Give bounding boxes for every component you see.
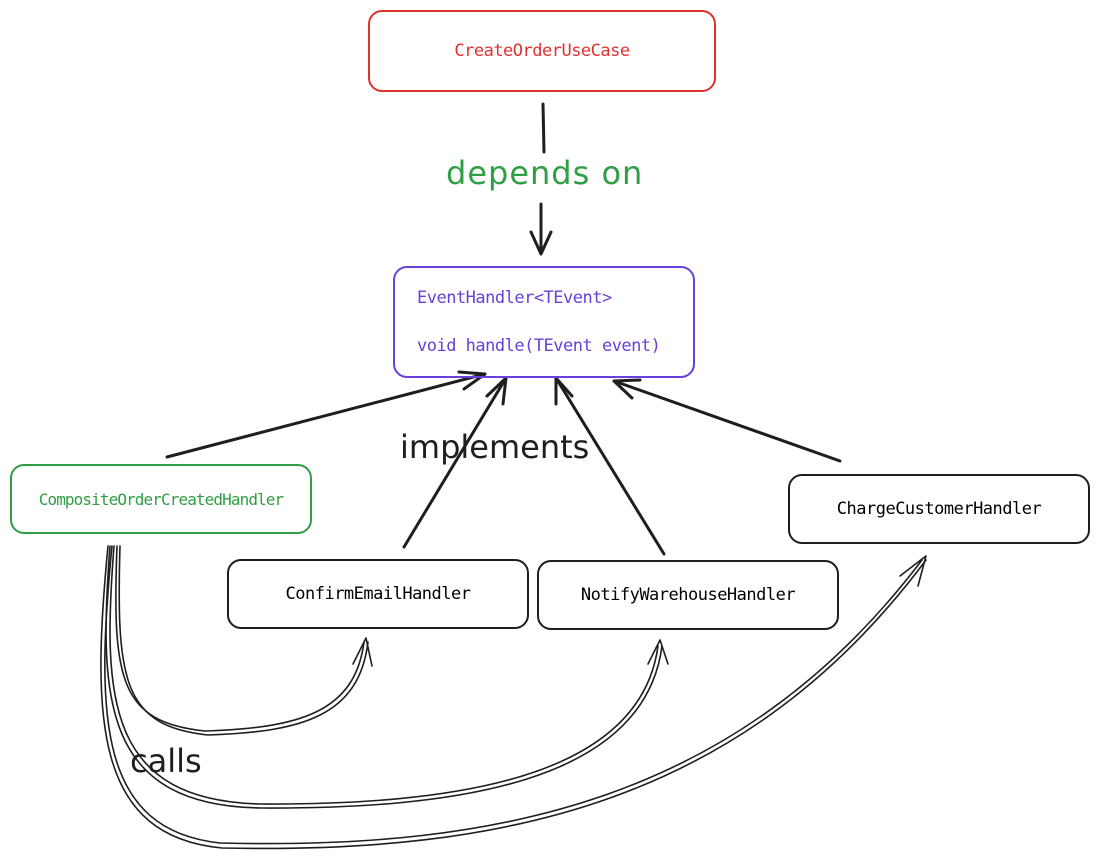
create-order-use-case-node[interactable]: CreateOrderUseCase xyxy=(368,10,716,92)
event-handler-method-signature: void handle(TEvent event) xyxy=(417,336,661,356)
calls-arrow-charge xyxy=(100,545,927,850)
implements-label: implements xyxy=(400,428,590,466)
charge-customer-handler-label: ChargeCustomerHandler xyxy=(836,499,1042,519)
implements-arrow-charge xyxy=(612,378,842,463)
depends-on-arrow xyxy=(529,102,553,256)
notify-warehouse-handler-label: NotifyWarehouseHandler xyxy=(580,585,796,605)
create-order-use-case-label: CreateOrderUseCase xyxy=(454,41,630,61)
notify-warehouse-handler-node[interactable]: NotifyWarehouseHandler xyxy=(537,560,839,630)
charge-customer-handler-node[interactable]: ChargeCustomerHandler xyxy=(788,474,1090,544)
composite-order-created-handler-label: CompositeOrderCreatedHandler xyxy=(38,489,284,509)
calls-label: calls xyxy=(130,742,202,780)
calls-arrow-confirm xyxy=(115,545,373,736)
implements-arrow-notify xyxy=(554,376,666,556)
calls-arrow-notify xyxy=(105,545,669,809)
depends-on-label: depends on xyxy=(446,154,644,192)
event-handler-interface-node[interactable]: EventHandler<TEvent> void handle(TEvent … xyxy=(393,266,695,378)
implements-arrow-composite xyxy=(165,370,487,459)
confirm-email-handler-label: ConfirmEmailHandler xyxy=(285,584,471,604)
implements-arrow-confirm xyxy=(402,376,508,549)
event-handler-interface-name: EventHandler<TEvent> xyxy=(417,288,612,308)
composite-order-created-handler-node[interactable]: CompositeOrderCreatedHandler xyxy=(10,464,312,534)
confirm-email-handler-node[interactable]: ConfirmEmailHandler xyxy=(227,559,529,629)
